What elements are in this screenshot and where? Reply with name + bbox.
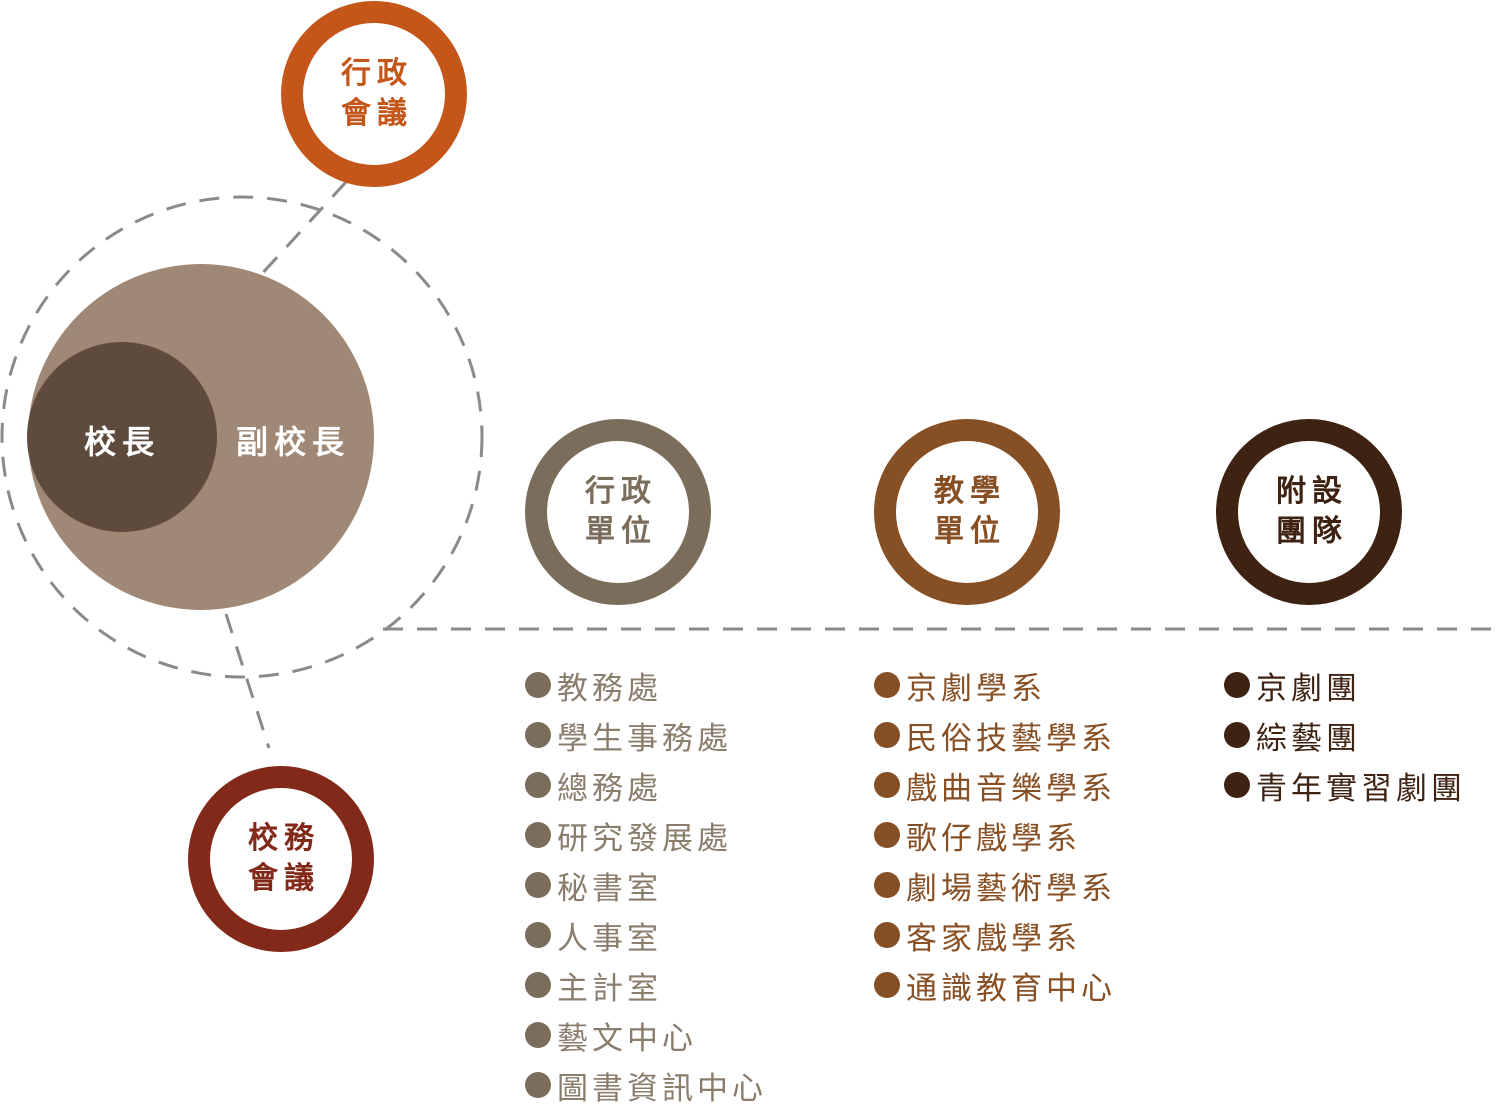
list-item-label: 秘書室 — [557, 870, 662, 907]
list-item-label: 總務處 — [557, 770, 662, 807]
president-circle — [27, 342, 217, 532]
affiliated-troupes-label-line1: 附設 — [1276, 474, 1348, 509]
bullet-dot-icon — [874, 922, 900, 948]
admin-meeting-ring — [281, 1, 467, 187]
list-item: 京劇學系 — [874, 660, 1116, 710]
bullet-dot-icon — [874, 822, 900, 848]
list-item: 教務處 — [525, 660, 767, 710]
admin-units-label-line1: 行政 — [585, 474, 657, 509]
list-item-label: 人事室 — [557, 920, 662, 957]
list-item: 學生事務處 — [525, 710, 767, 760]
bullet-dot-icon — [1224, 772, 1250, 798]
list-item: 總務處 — [525, 760, 767, 810]
president-label: 校長 — [83, 423, 160, 461]
list-item-label: 劇場藝術學系 — [906, 870, 1116, 907]
list-item-label: 學生事務處 — [557, 720, 732, 757]
vice-president-label: 副校長 — [235, 423, 350, 461]
school-affairs-meeting-ring — [188, 766, 374, 952]
affiliated-troupes-ring — [1216, 419, 1402, 605]
list-item: 綜藝團 — [1224, 710, 1466, 760]
admin-meeting-label: 行政 會議 — [314, 34, 434, 154]
admin-units-ring — [525, 419, 711, 605]
list-item-label: 青年實習劇團 — [1256, 770, 1466, 807]
school-affairs-meeting-label-line2: 會議 — [248, 861, 320, 896]
list-item-label: 客家戲學系 — [906, 920, 1081, 957]
admin-meeting-label-line1: 行政 — [341, 56, 413, 91]
admin-units-list: 教務處學生事務處總務處研究發展處秘書室人事室主計室藝文中心圖書資訊中心 — [525, 660, 767, 1110]
list-item: 主計室 — [525, 960, 767, 1010]
list-item: 京劇團 — [1224, 660, 1466, 710]
bullet-dot-icon — [525, 722, 551, 748]
bullet-dot-icon — [874, 722, 900, 748]
teaching-units-list: 京劇學系民俗技藝學系戲曲音樂學系歌仔戲學系劇場藝術學系客家戲學系通識教育中心 — [874, 660, 1116, 1010]
connector-admin-meeting — [256, 180, 348, 280]
list-item-label: 戲曲音樂學系 — [906, 770, 1116, 807]
bullet-dot-icon — [1224, 722, 1250, 748]
school-affairs-meeting-label-line1: 校務 — [248, 821, 320, 856]
list-item: 圖書資訊中心 — [525, 1060, 767, 1110]
list-item: 研究發展處 — [525, 810, 767, 860]
admin-units-label-line2: 單位 — [585, 514, 657, 549]
bullet-dot-icon — [525, 772, 551, 798]
list-item: 歌仔戲學系 — [874, 810, 1116, 860]
list-item-label: 圖書資訊中心 — [557, 1070, 767, 1107]
connector-school-affairs-meeting — [224, 613, 271, 749]
list-item-label: 通識教育中心 — [906, 970, 1116, 1007]
list-item-label: 研究發展處 — [557, 820, 732, 857]
bullet-dot-icon — [874, 972, 900, 998]
list-item-label: 教務處 — [557, 670, 662, 707]
list-item: 戲曲音樂學系 — [874, 760, 1116, 810]
affiliated-troupes-label: 附設 團隊 — [1249, 452, 1369, 572]
bullet-dot-icon — [525, 872, 551, 898]
bullet-dot-icon — [874, 772, 900, 798]
bullet-dot-icon — [874, 672, 900, 698]
list-item-label: 綜藝團 — [1256, 720, 1361, 757]
list-item: 秘書室 — [525, 860, 767, 910]
teaching-units-label-line1: 教學 — [934, 474, 1006, 509]
list-item-label: 歌仔戲學系 — [906, 820, 1081, 857]
list-item: 人事室 — [525, 910, 767, 960]
teaching-units-label-line2: 單位 — [934, 514, 1006, 549]
list-item: 客家戲學系 — [874, 910, 1116, 960]
list-item-label: 京劇團 — [1256, 670, 1361, 707]
bullet-dot-icon — [525, 1072, 551, 1098]
bullet-dot-icon — [525, 672, 551, 698]
list-item-label: 京劇學系 — [906, 670, 1046, 707]
list-item: 藝文中心 — [525, 1010, 767, 1060]
bullet-dot-icon — [525, 1022, 551, 1048]
teaching-units-label: 教學 單位 — [907, 452, 1027, 572]
list-item: 通識教育中心 — [874, 960, 1116, 1010]
list-item-label: 藝文中心 — [557, 1020, 697, 1057]
affiliated-troupes-list: 京劇團綜藝團青年實習劇團 — [1224, 660, 1466, 810]
leadership-dashed-ring — [0, 195, 484, 679]
list-item: 青年實習劇團 — [1224, 760, 1466, 810]
teaching-units-ring — [874, 419, 1060, 605]
bullet-dot-icon — [525, 822, 551, 848]
school-affairs-meeting-label: 校務 會議 — [221, 799, 341, 919]
list-item-label: 主計室 — [557, 970, 662, 1007]
admin-meeting-label-line2: 會議 — [341, 96, 413, 131]
list-item: 民俗技藝學系 — [874, 710, 1116, 760]
bullet-dot-icon — [525, 972, 551, 998]
bullet-dot-icon — [525, 922, 551, 948]
bullet-dot-icon — [1224, 672, 1250, 698]
bullet-dot-icon — [874, 872, 900, 898]
affiliated-troupes-label-line2: 團隊 — [1276, 514, 1348, 549]
list-item: 劇場藝術學系 — [874, 860, 1116, 910]
list-item-label: 民俗技藝學系 — [906, 720, 1116, 757]
admin-units-label: 行政 單位 — [558, 452, 678, 572]
